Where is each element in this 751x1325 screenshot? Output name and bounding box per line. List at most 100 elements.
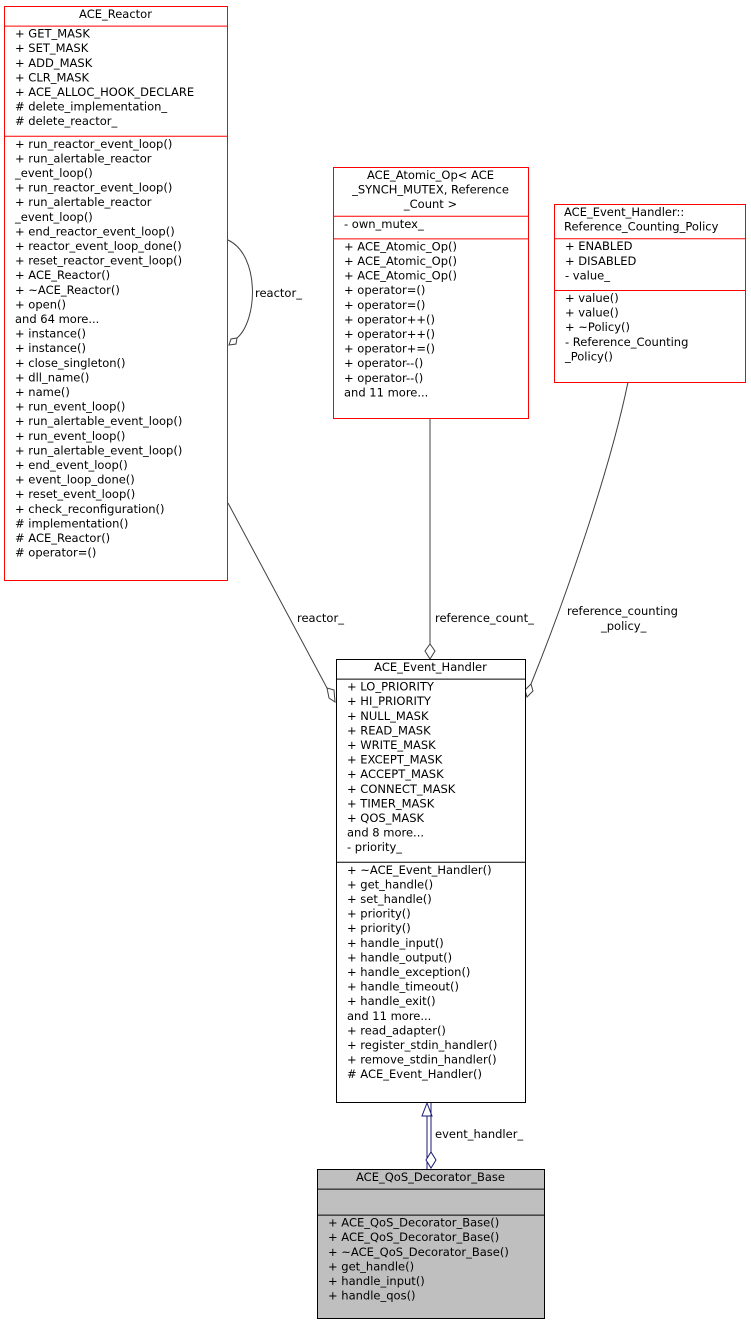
nodes: ACE_Reactor+ GET_MASK+ SET_MASK+ ADD_MAS… <box>4 6 746 1319</box>
class-method: + run_reactor_event_loop() <box>15 181 172 195</box>
class-method: + set_handle() <box>347 892 432 906</box>
class-title: _Count > <box>403 197 457 211</box>
class-method: + handle_exit() <box>347 994 436 1008</box>
class-method: + name() <box>15 385 70 399</box>
class-method: + run_event_loop() <box>15 400 125 414</box>
class-method: + end_reactor_event_loop() <box>15 224 175 238</box>
class-method: + instance() <box>15 327 86 341</box>
class-method: + ACE_Atomic_Op() <box>344 269 457 283</box>
class-method: # ACE_Reactor() <box>15 531 110 545</box>
class-method: + get_handle() <box>347 877 433 891</box>
class-attribute: + HI_PRIORITY <box>347 694 432 708</box>
class-method: # operator=() <box>15 546 96 560</box>
class-method: + handle_qos() <box>328 1289 416 1303</box>
class-method: + remove_stdin_handler() <box>347 1053 497 1067</box>
aggregation-diamond-icon <box>425 1151 437 1169</box>
class-method: + operator=() <box>344 298 425 312</box>
class-box <box>336 659 526 1103</box>
class-method: + register_stdin_handler() <box>347 1038 497 1052</box>
edge-label-policy-2: _policy_ <box>600 619 647 633</box>
class-method: + run_alertable_reactor <box>15 151 152 165</box>
class-node-reactor[interactable]: ACE_Reactor+ GET_MASK+ SET_MASK+ ADD_MAS… <box>4 6 228 581</box>
class-node-policy[interactable]: ACE_Event_Handler::Reference_Counting_Po… <box>554 204 746 383</box>
class-box <box>333 167 529 419</box>
class-method: + ACE_Reactor() <box>15 268 110 282</box>
class-method: and 11 more... <box>344 385 428 399</box>
class-method: # implementation() <box>15 516 128 530</box>
class-method: + run_alertable_event_loop() <box>15 414 182 428</box>
class-method: + instance() <box>15 341 86 355</box>
class-method: + ACE_Atomic_Op() <box>344 254 457 268</box>
class-method: + ACE_Atomic_Op() <box>344 239 457 253</box>
class-method: + check_reconfiguration() <box>15 502 165 516</box>
class-attribute: + WRITE_MASK <box>347 738 436 752</box>
class-method: + handle_input() <box>347 936 444 950</box>
edge-reactor-to-handler <box>227 502 328 689</box>
class-method: + operator--() <box>344 356 423 370</box>
class-method: + run_event_loop() <box>15 429 125 443</box>
class-method: + run_alertable_reactor <box>15 195 152 209</box>
edge-label-event-handler: event_handler_ <box>435 1127 523 1141</box>
class-attribute: + SET_MASK <box>15 41 89 55</box>
class-method: # ACE_Event_Handler() <box>347 1067 482 1081</box>
class-method: + value() <box>565 291 619 305</box>
class-method: - Reference_Counting <box>565 335 688 349</box>
class-attribute: + NULL_MASK <box>347 709 429 723</box>
class-title: ACE_Atomic_Op< ACE <box>367 168 494 182</box>
class-method: + ~Policy() <box>565 320 630 334</box>
class-method: + ~ACE_Reactor() <box>15 283 120 297</box>
edge-label-reactor: reactor_ <box>297 611 344 625</box>
class-box <box>317 1169 545 1319</box>
class-attribute: - own_mutex_ <box>344 217 424 231</box>
class-method: + ACE_QoS_Decorator_Base() <box>328 1216 499 1230</box>
class-attribute: and 8 more... <box>347 826 424 840</box>
edge-reference-counting-policy <box>530 381 629 685</box>
class-attribute: - value_ <box>565 268 610 282</box>
class-attribute: - priority_ <box>347 840 402 854</box>
edge-label-reactor-self: reactor_ <box>255 286 302 300</box>
edges: reactor_ reactor_ reference_count_ refer… <box>227 239 678 1169</box>
class-method: + operator++() <box>344 312 435 326</box>
class-method: + run_reactor_event_loop() <box>15 137 172 151</box>
class-attribute: + CLR_MASK <box>15 70 90 84</box>
aggregation-diamond-icon <box>228 337 238 346</box>
class-method: + operator++() <box>344 327 435 341</box>
class-attribute: + EXCEPT_MASK <box>347 753 443 767</box>
class-method: + ~ACE_Event_Handler() <box>347 863 492 877</box>
class-attribute: # delete_reactor_ <box>15 114 117 128</box>
class-method: + handle_output() <box>347 950 452 964</box>
class-method: + handle_timeout() <box>347 980 459 994</box>
class-method: + read_adapter() <box>347 1023 446 1037</box>
class-method: + ACE_QoS_Decorator_Base() <box>328 1230 499 1244</box>
class-method: + handle_exception() <box>347 965 470 979</box>
class-box <box>554 204 746 383</box>
class-node-event-handler[interactable]: ACE_Event_Handler+ LO_PRIORITY+ HI_PRIOR… <box>336 659 526 1103</box>
class-method: + run_alertable_event_loop() <box>15 443 182 457</box>
class-node-qos-decorator[interactable]: ACE_QoS_Decorator_Base + ACE_QoS_Decorato… <box>317 1169 545 1319</box>
class-method: _event_loop() <box>14 210 93 224</box>
class-method: + event_loop_done() <box>15 473 135 487</box>
class-method: and 11 more... <box>347 1009 431 1023</box>
class-title: ACE_Event_Handler:: <box>564 205 684 219</box>
class-method: + get_handle() <box>328 1259 414 1273</box>
class-title: _SYNCH_MUTEX, Reference <box>351 183 509 197</box>
class-method: + reset_reactor_event_loop() <box>15 254 182 268</box>
class-method: _event_loop() <box>14 166 93 180</box>
class-attribute: + ACE_ALLOC_HOOK_DECLARE <box>15 85 194 99</box>
class-attribute: + ACCEPT_MASK <box>347 767 444 781</box>
class-method: + value() <box>565 306 619 320</box>
class-attribute: + READ_MASK <box>347 723 431 737</box>
class-node-atomic-op[interactable]: ACE_Atomic_Op< ACE_SYNCH_MUTEX, Referenc… <box>333 167 529 419</box>
class-attribute: + ENABLED <box>565 239 633 253</box>
class-title: ACE_QoS_Decorator_Base <box>356 1170 505 1184</box>
class-method: + priority() <box>347 907 411 921</box>
class-method: + close_singleton() <box>15 356 126 370</box>
class-method: + operator--() <box>344 371 423 385</box>
class-method: + reactor_event_loop_done() <box>15 239 182 253</box>
class-title: ACE_Reactor <box>79 7 152 21</box>
class-method: + priority() <box>347 921 411 935</box>
edge-label-reference-count: reference_count_ <box>435 611 534 625</box>
edge-label-policy-1: reference_counting <box>567 604 678 618</box>
class-attribute: + TIMER_MASK <box>347 796 435 810</box>
